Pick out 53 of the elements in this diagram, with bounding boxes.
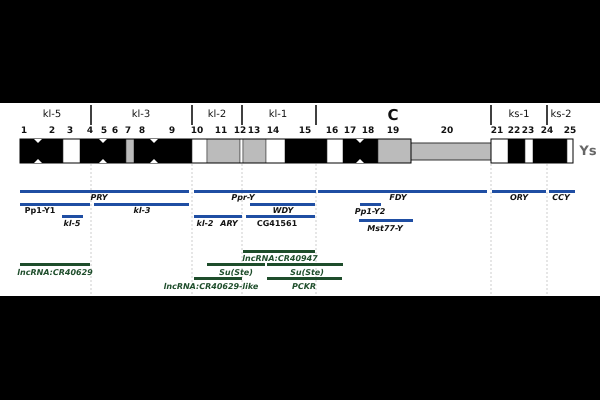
gene-label: Su(Ste) (219, 269, 253, 277)
band-number: 15 (298, 127, 312, 136)
band-number: 10 (190, 127, 204, 136)
gene-label: Mst77-Y (367, 225, 403, 233)
band-number: 19 (386, 127, 400, 136)
band-number: 8 (138, 127, 146, 136)
gene-label: Pp1-Y2 (354, 208, 386, 216)
gene-label: WDY (272, 207, 294, 215)
gene-label: PCKR (292, 283, 316, 291)
gene-label: kl-3 (134, 207, 150, 215)
band-number: 11 (214, 127, 228, 136)
band-number: 21 (490, 127, 504, 136)
band-number: 9 (168, 127, 176, 136)
gene-label: CG41561 (256, 220, 298, 228)
band-number: 18 (362, 127, 374, 136)
band-number: 1 (20, 127, 28, 136)
region-label: C (388, 108, 398, 123)
gene-label: lncRNA:CR40947 (242, 255, 318, 263)
band-number: 2 (48, 127, 56, 136)
region-label: kl-3 (132, 110, 150, 120)
gene-label: ARY (220, 220, 238, 228)
gene-label: ORY (510, 194, 528, 202)
chromosome-label: Ys (579, 145, 597, 158)
gene-label: Pp1-Y1 (24, 207, 56, 215)
band-number: 16 (326, 127, 338, 136)
band-number: 13 (248, 127, 260, 136)
band-number: 24 (540, 127, 554, 136)
band-number: 17 (344, 127, 356, 136)
band-number: 12 (234, 127, 246, 136)
gene-label: lncRNA:CR40629-like (164, 283, 258, 291)
gene-label: kl-5 (64, 220, 80, 228)
gene-label: Su(Ste) (290, 269, 324, 277)
region-label: kl-5 (42, 110, 62, 120)
gene-label: lncRNA:CR40629 (17, 269, 93, 277)
band-number: 25 (564, 127, 576, 136)
band-number: 23 (522, 127, 534, 136)
region-label: ks-2 (550, 110, 572, 120)
region-label: kl-2 (208, 110, 226, 120)
gene-label: PRY (90, 194, 108, 202)
band-number: 5 (100, 127, 108, 136)
band-number: 4 (86, 127, 94, 136)
band-number: 20 (440, 127, 454, 136)
gene-label: FDY (389, 194, 407, 202)
gene-label: kl-2 (196, 220, 214, 228)
region-label: kl-1 (268, 110, 288, 120)
region-label: ks-1 (508, 110, 530, 120)
gene-label: CCY (552, 194, 570, 202)
band-number: 22 (508, 127, 520, 136)
band-number: 14 (266, 127, 280, 136)
band-number: 7 (124, 127, 132, 136)
band-number: 6 (112, 127, 118, 136)
band-number: 3 (66, 127, 74, 136)
gene-label: Ppr-Y (231, 194, 255, 202)
